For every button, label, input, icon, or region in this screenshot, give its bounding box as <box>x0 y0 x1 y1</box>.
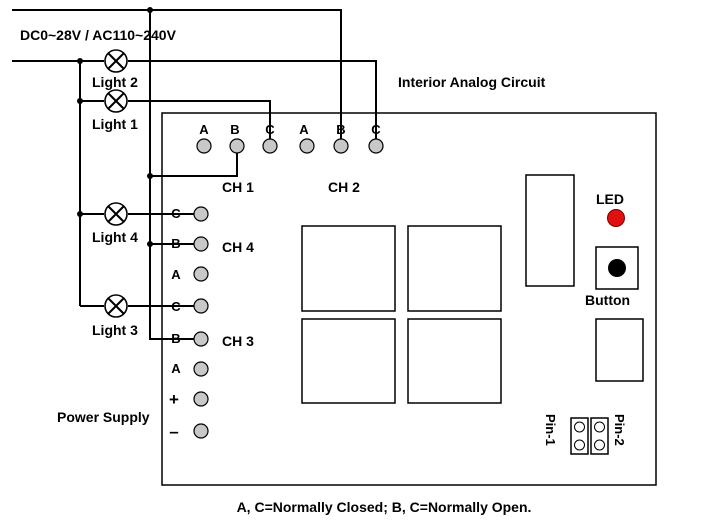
supply-to-ch3b-wire <box>149 10 201 340</box>
pin <box>574 439 585 451</box>
terminal-ch1-c <box>262 138 278 154</box>
terminal-ch3-c <box>193 298 209 314</box>
supply-to-ch1b-wire <box>150 146 238 177</box>
terminal-label: A <box>199 122 209 137</box>
terminal-ch4-b <box>193 236 209 252</box>
power-supply-label: Power Supply <box>57 409 150 425</box>
terminal-ch1-b <box>229 138 245 154</box>
terminal-ch2-b <box>333 138 349 154</box>
side-component <box>595 318 644 382</box>
junction-dot <box>77 98 83 104</box>
terminal-label: + <box>169 390 179 409</box>
led-indicator <box>607 209 625 227</box>
terminal-ch1-a <box>196 138 212 154</box>
junction-dot <box>147 7 153 13</box>
caption: A, C=Normally Closed; B, C=Normally Open… <box>237 499 532 515</box>
circuit-label: Interior Analog Circuit <box>398 74 546 90</box>
terminal-label: B <box>171 331 180 346</box>
terminal-label: A <box>171 361 181 376</box>
lamp-light-1 <box>104 89 128 113</box>
pin <box>574 421 585 433</box>
lamp-light-2 <box>104 49 128 73</box>
pin-1-label: Pin-1 <box>543 414 558 446</box>
light2-to-ch2c-wire <box>128 60 377 146</box>
terminal-label: C <box>265 122 275 137</box>
terminal-label: A <box>299 122 309 137</box>
terminal-label: C <box>171 299 181 314</box>
terminal-label: B <box>230 122 239 137</box>
supply-wire-top <box>12 9 342 146</box>
terminal-ch4-a <box>193 266 209 282</box>
terminal-ch3-a <box>193 361 209 377</box>
light-4-label: Light 4 <box>92 229 138 245</box>
button-label: Button <box>585 292 630 308</box>
ch3-label: CH 3 <box>222 333 254 349</box>
relay <box>301 225 396 312</box>
relay <box>301 318 396 404</box>
pin-header <box>570 417 609 455</box>
light-2-label: Light 2 <box>92 74 138 90</box>
terminal-ch3-b <box>193 331 209 347</box>
supply-voltage-label: DC0~28V / AC110~240V <box>20 27 177 43</box>
relay <box>407 318 502 404</box>
terminal-ch2-c <box>368 138 384 154</box>
terminal-label: B <box>336 122 345 137</box>
junction-dot <box>77 58 83 64</box>
top-terminal-block: A B C A B C <box>196 122 384 154</box>
terminal-ch4-c <box>193 206 209 222</box>
pin <box>594 439 605 451</box>
junction-dot <box>147 241 153 247</box>
junction-dot <box>77 211 83 217</box>
ch1-label: CH 1 <box>222 179 254 195</box>
junction-dot <box>147 173 153 179</box>
terminal-power-plus <box>193 391 209 407</box>
led-label: LED <box>596 191 624 207</box>
relay-block <box>301 225 502 404</box>
light-3-label: Light 3 <box>92 322 138 338</box>
pin-2-label: Pin-2 <box>612 414 627 446</box>
terminal-label: C <box>371 122 381 137</box>
relay <box>407 225 502 312</box>
light1-to-ch1c-wire <box>128 100 271 146</box>
push-button-cap <box>608 259 626 277</box>
terminal-power-minus <box>193 423 209 439</box>
lamp-light-3 <box>104 294 128 318</box>
terminal-label: – <box>169 422 178 441</box>
ch2-label: CH 2 <box>328 179 360 195</box>
terminal-label: A <box>171 267 181 282</box>
ch4-label: CH 4 <box>222 239 254 255</box>
terminal-ch2-a <box>299 138 315 154</box>
lamp-light-4 <box>104 202 128 226</box>
module-component <box>525 174 575 287</box>
terminal-label: B <box>171 236 180 251</box>
left-terminal-block: C B A C B A + – <box>169 206 209 441</box>
wiring <box>12 7 377 340</box>
pin <box>594 421 605 433</box>
light-1-label: Light 1 <box>92 116 138 132</box>
terminal-label: C <box>171 206 181 221</box>
